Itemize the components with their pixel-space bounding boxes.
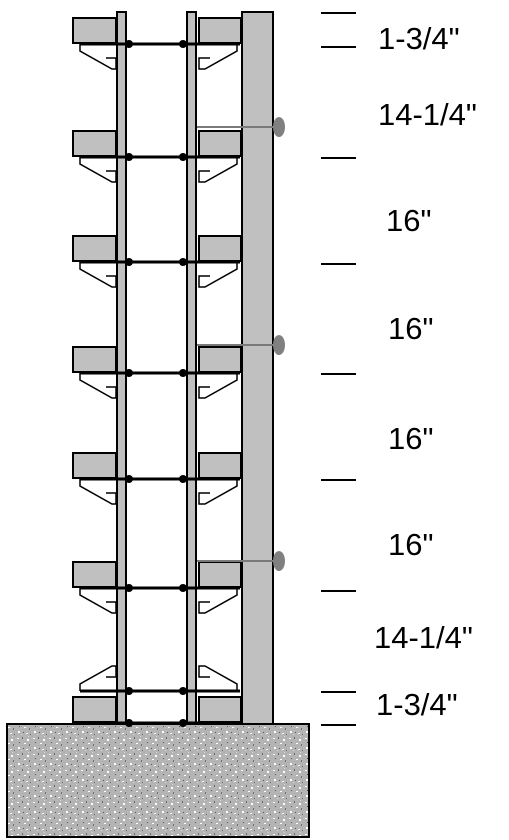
fastener — [125, 40, 133, 48]
dim-label-2: 14-1/4" — [378, 97, 477, 132]
tie-anchor — [273, 117, 285, 137]
block-right — [198, 346, 242, 373]
hanger-bracket-left — [79, 373, 117, 399]
fastener — [179, 258, 187, 266]
dim-label-4: 16" — [388, 311, 434, 346]
block-courses — [72, 17, 242, 727]
dim-label-5: 16" — [388, 421, 434, 456]
fastener — [179, 40, 187, 48]
hanger-bracket-right — [198, 479, 238, 505]
wall-tie-2 — [197, 335, 285, 355]
block-right — [198, 17, 242, 44]
dim-label-3: 16" — [386, 203, 432, 238]
dim-label-6: 16" — [388, 527, 434, 562]
fastener — [125, 153, 133, 161]
tie-anchor — [273, 551, 285, 571]
fastener — [125, 475, 133, 483]
wall-ties — [197, 117, 285, 571]
block-course-1 — [72, 17, 242, 70]
hanger-bracket-left — [79, 44, 117, 70]
block-right — [198, 561, 242, 588]
hanger-bracket-right — [198, 665, 238, 691]
fastener — [125, 369, 133, 377]
block-right — [198, 130, 242, 157]
block-course-6 — [72, 561, 242, 614]
hanger-bracket-left — [79, 588, 117, 614]
block-left — [72, 235, 117, 262]
hanger-bracket-right — [198, 44, 238, 70]
block-left — [72, 452, 117, 479]
fastener — [179, 584, 187, 592]
dim-label-7: 14-1/4" — [374, 620, 473, 655]
wall-tie-3 — [197, 551, 285, 571]
wall-tie-1 — [197, 117, 285, 137]
hanger-bracket-left — [79, 479, 117, 505]
hanger-bracket-left — [79, 157, 117, 183]
hanger-bracket-right — [198, 157, 238, 183]
fastener — [179, 475, 187, 483]
dimension-ticks — [321, 12, 356, 726]
block-course-4 — [72, 346, 242, 399]
fastener — [125, 687, 133, 695]
inner-stud-right — [186, 11, 197, 725]
hanger-bracket-right — [198, 373, 238, 399]
block-left — [72, 696, 117, 723]
block-left — [72, 130, 117, 157]
hanger-bracket-left — [79, 665, 117, 691]
block-course-2 — [72, 130, 242, 183]
block-right — [198, 235, 242, 262]
fastener — [179, 687, 187, 695]
block-right — [198, 696, 242, 723]
block-course-5 — [72, 452, 242, 505]
hanger-bracket-left — [79, 262, 117, 288]
concrete-footing — [6, 723, 310, 838]
fastener — [179, 369, 187, 377]
block-right — [198, 452, 242, 479]
dim-label-1: 1-3/4" — [378, 21, 460, 56]
block-course-7 — [72, 665, 242, 727]
tie-anchor — [273, 335, 285, 355]
block-left — [72, 346, 117, 373]
hanger-bracket-right — [198, 588, 238, 614]
block-left — [72, 561, 117, 588]
block-course-3 — [72, 235, 242, 288]
fastener — [179, 153, 187, 161]
block-left — [72, 17, 117, 44]
fastener — [179, 719, 187, 727]
face-panel — [241, 11, 274, 725]
fastener — [125, 719, 133, 727]
hanger-bracket-right — [198, 262, 238, 288]
fastener — [125, 584, 133, 592]
dim-label-8: 1-3/4" — [376, 687, 458, 722]
fastener — [125, 258, 133, 266]
inner-stud-left — [116, 11, 127, 725]
